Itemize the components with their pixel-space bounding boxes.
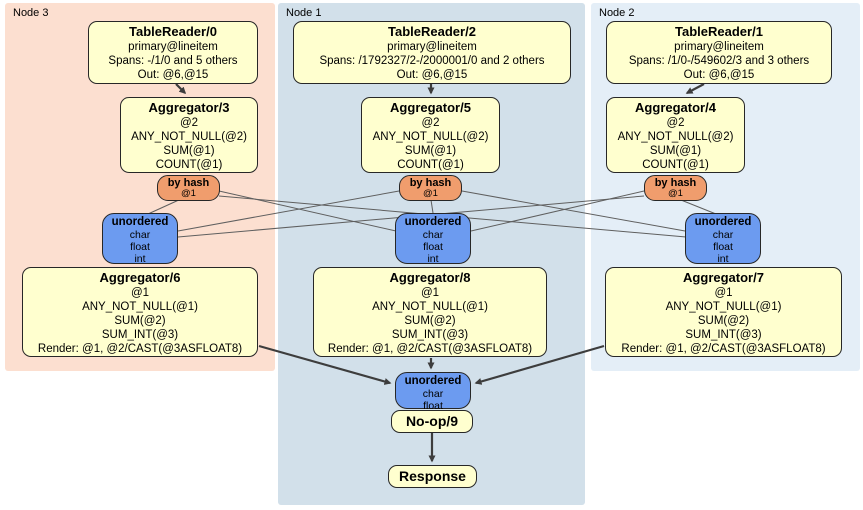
sync-column: float (130, 241, 150, 253)
aggregator-8-box: Aggregator/8 @1 ANY_NOT_NULL(@1) SUM(@2)… (313, 267, 547, 357)
unordered-sync-final: unordered char float (395, 372, 471, 412)
sync-column: char (712, 229, 734, 241)
processor-detail: ANY_NOT_NULL(@1) (82, 301, 198, 313)
processor-detail: SUM(@2) (114, 315, 166, 327)
processor-detail: ANY_NOT_NULL(@2) (617, 131, 734, 143)
processor-detail: @1 (420, 287, 440, 299)
sync-column: float (423, 400, 443, 412)
processor-title: TableReader/0 (129, 24, 217, 39)
hash-router-node3: by hash @1 (157, 175, 220, 201)
processor-detail: ANY_NOT_NULL(@2) (372, 131, 489, 143)
processor-detail: primary@lineitem (387, 41, 477, 53)
processor-detail: Out: @6,@15 (396, 69, 468, 81)
aggregator-7-box: Aggregator/7 @1 ANY_NOT_NULL(@1) SUM(@2)… (605, 267, 842, 357)
processor-detail: primary@lineitem (674, 41, 764, 53)
sync-column: char (129, 229, 151, 241)
sync-title: unordered (694, 216, 752, 228)
unordered-sync-node2: unordered char float int (685, 213, 761, 265)
hash-router-node1: by hash @1 (399, 175, 462, 201)
sync-column: int (134, 253, 146, 265)
processor-detail: Render: @1, @2/CAST(@3ASFLOAT8) (37, 343, 243, 355)
node-3-label: Node 3 (13, 7, 49, 19)
processor-detail: @1 (714, 287, 733, 299)
sync-column: int (427, 253, 439, 265)
router-stream: @1 (423, 188, 438, 199)
processor-detail: primary@lineitem (128, 41, 218, 53)
processor-detail: SUM(@1) (163, 145, 215, 157)
processor-detail: SUM(@1) (404, 145, 457, 157)
processor-title: Response (399, 468, 466, 484)
processor-title: TableReader/1 (675, 24, 763, 39)
sync-column: char (422, 229, 444, 241)
processor-detail: SUM(@2) (404, 315, 456, 327)
processor-title: Aggregator/4 (635, 100, 716, 115)
unordered-sync-node3: unordered char float int (102, 213, 178, 265)
sync-column: float (423, 241, 443, 253)
processor-detail: SUM_INT(@3) (391, 329, 469, 341)
response-box: Response (388, 465, 477, 488)
processor-title: Aggregator/7 (683, 270, 764, 285)
sync-title: unordered (404, 375, 462, 387)
processor-detail: ANY_NOT_NULL(@1) (665, 301, 782, 313)
processor-title: No-op/9 (405, 413, 459, 429)
tablereader-1-box: TableReader/1 primary@lineitem Spans: /1… (606, 21, 832, 84)
router-stream: @1 (668, 188, 683, 199)
hash-router-node2: by hash @1 (644, 175, 707, 201)
processor-detail: SUM_INT(@3) (685, 329, 762, 341)
processor-detail: @1 (130, 287, 150, 299)
sync-column: float (713, 241, 733, 253)
sync-title: unordered (404, 216, 462, 228)
processor-detail: @2 (421, 117, 440, 129)
node-1-label: Node 1 (286, 7, 322, 19)
router-title: by hash (654, 177, 697, 189)
unordered-sync-node1: unordered char float int (395, 213, 471, 265)
aggregator-5-box: Aggregator/5 @2 ANY_NOT_NULL(@2) SUM(@1)… (361, 97, 500, 173)
processor-detail: SUM(@2) (697, 315, 750, 327)
processor-title: Aggregator/5 (390, 100, 471, 115)
aggregator-6-box: Aggregator/6 @1 ANY_NOT_NULL(@1) SUM(@2)… (22, 267, 258, 357)
aggregator-3-box: Aggregator/3 @2 ANY_NOT_NULL(@2) SUM(@1)… (120, 97, 258, 173)
processor-title: Aggregator/3 (148, 100, 230, 115)
processor-detail: COUNT(@1) (642, 159, 709, 171)
processor-detail: COUNT(@1) (155, 159, 223, 171)
processor-detail: SUM_INT(@3) (101, 329, 179, 341)
processor-title: Aggregator/8 (389, 270, 471, 285)
router-stream: @1 (181, 188, 196, 199)
processor-detail: SUM(@1) (649, 145, 702, 157)
processor-title: TableReader/2 (388, 24, 476, 39)
processor-detail: Render: @1, @2/CAST(@3ASFLOAT8) (327, 343, 533, 355)
router-title: by hash (409, 177, 452, 189)
sync-column: int (717, 253, 729, 265)
processor-detail: Out: @6,@15 (683, 69, 755, 81)
processor-detail: Out: @6,@15 (137, 69, 209, 81)
router-title: by hash (167, 177, 210, 189)
node-2-label: Node 2 (599, 7, 635, 19)
sync-column: char (422, 388, 444, 400)
tablereader-2-box: TableReader/2 primary@lineitem Spans: /1… (293, 21, 571, 84)
processor-detail: Render: @1, @2/CAST(@3ASFLOAT8) (621, 343, 826, 355)
processor-detail: COUNT(@1) (397, 159, 464, 171)
tablereader-0-box: TableReader/0 primary@lineitem Spans: -/… (88, 21, 258, 84)
processor-detail: Spans: /1792327/2-/2000001/0 and 2 other… (319, 55, 545, 67)
processor-detail: ANY_NOT_NULL(@2) (131, 131, 247, 143)
processor-detail: @2 (666, 117, 685, 129)
aggregator-4-box: Aggregator/4 @2 ANY_NOT_NULL(@2) SUM(@1)… (606, 97, 745, 173)
processor-detail: @2 (179, 117, 199, 129)
processor-detail: ANY_NOT_NULL(@1) (372, 301, 488, 313)
processor-detail: Spans: -/1/0 and 5 others (108, 55, 238, 67)
noop-9-box: No-op/9 (391, 410, 473, 433)
processor-title: Aggregator/6 (99, 270, 181, 285)
sync-title: unordered (111, 216, 169, 228)
processor-detail: Spans: /1/0-/549602/3 and 3 others (628, 55, 810, 67)
